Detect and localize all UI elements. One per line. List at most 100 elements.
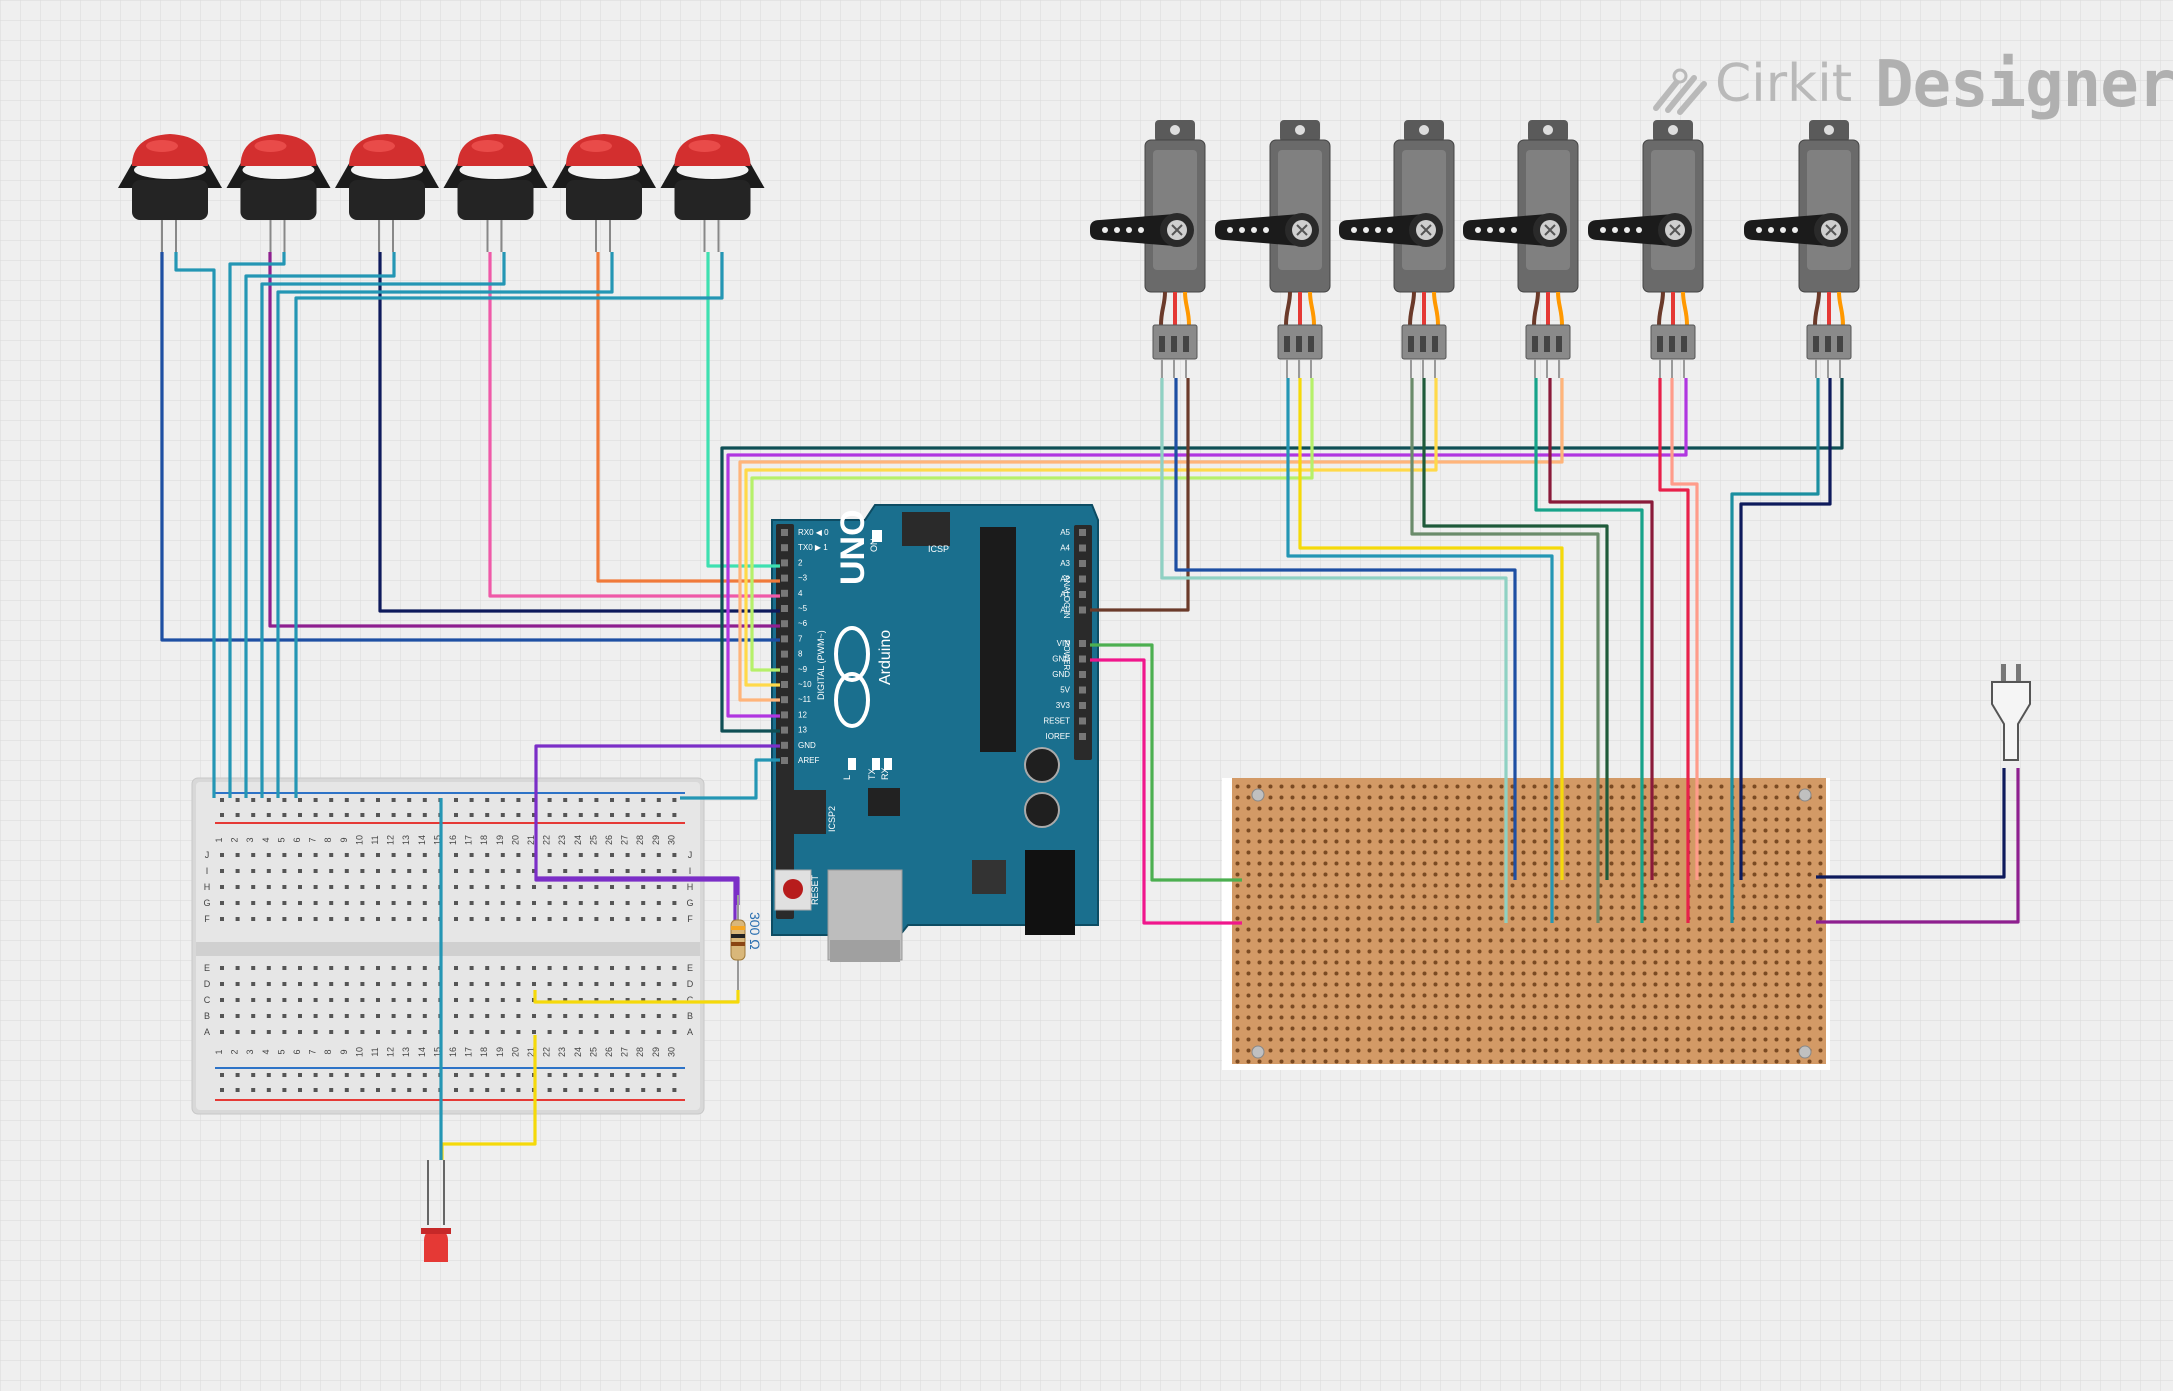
digital-pin[interactable] — [781, 650, 788, 658]
column-number: 2 — [230, 1049, 240, 1054]
wires — [160, 252, 2020, 1160]
on-label: ON — [869, 539, 879, 553]
power-pin-label: 3V3 — [1056, 701, 1071, 710]
wire-d10-orange — [738, 378, 1564, 702]
digital-header-label: DIGITAL (PWM~) — [816, 630, 826, 700]
power-pin-label: GND — [1052, 670, 1070, 679]
digital-pin[interactable] — [781, 711, 788, 719]
analog-pin[interactable] — [1079, 560, 1086, 567]
digital-pin-label: GND — [798, 741, 816, 750]
digital-pin[interactable] — [781, 635, 788, 643]
column-number: 30 — [666, 1047, 676, 1057]
analog-pin[interactable] — [1079, 544, 1086, 552]
resistor-label: 300 Ω — [747, 912, 763, 950]
column-number: 23 — [557, 835, 567, 845]
pushbutton[interactable] — [443, 134, 548, 252]
wire-button5-orange — [596, 252, 780, 583]
pushbutton[interactable] — [552, 134, 656, 252]
digital-pin[interactable] — [781, 605, 788, 612]
power-pin[interactable] — [1079, 717, 1086, 725]
pushbutton[interactable] — [660, 134, 765, 252]
brand-name-cirkit: Cirkit — [1715, 54, 1853, 114]
digital-pin[interactable] — [781, 589, 788, 597]
power-pin-label: IOREF — [1046, 732, 1071, 741]
wire-servo2-teal — [1286, 378, 1554, 923]
power-pin[interactable] — [1079, 640, 1086, 647]
wire-gnd-to-breadboard — [680, 758, 780, 800]
column-number: 10 — [354, 1047, 364, 1057]
digital-pin[interactable] — [781, 741, 788, 749]
column-number: 27 — [620, 1047, 630, 1057]
column-number: 26 — [604, 835, 614, 845]
pushbutton[interactable] — [335, 134, 439, 252]
analog-pin[interactable] — [1079, 529, 1086, 536]
digital-pin[interactable] — [781, 574, 788, 582]
wire-d8-light-green — [750, 378, 1314, 672]
l-led-label: L — [842, 775, 852, 780]
column-number: 16 — [448, 835, 458, 845]
power-pin[interactable] — [1079, 671, 1086, 678]
digital-pin[interactable] — [781, 544, 788, 552]
column-number: 12 — [386, 835, 396, 845]
cirkit-logo-icon — [1653, 68, 1707, 115]
digital-pin[interactable] — [781, 559, 788, 567]
power-header-label: POWER — [1062, 640, 1071, 670]
digital-pin[interactable] — [781, 665, 788, 673]
servo-motor — [1215, 120, 1331, 378]
column-number: 6 — [292, 837, 302, 842]
row-letter: J — [688, 850, 693, 860]
analog-pin-label: A5 — [1060, 528, 1070, 537]
wire-button2-teal — [228, 252, 286, 798]
digital-pin-label: ~9 — [798, 665, 808, 674]
column-number: 28 — [635, 1047, 645, 1057]
wire-vin-green — [1090, 643, 1242, 882]
analog-pin[interactable] — [1079, 575, 1086, 583]
column-number: 21 — [526, 835, 536, 845]
row-letter: F — [687, 914, 693, 924]
column-number: 5 — [276, 837, 286, 842]
wire-servo4-maroon — [1548, 378, 1654, 880]
row-letter: J — [205, 850, 210, 860]
digital-pin-label: ~11 — [798, 695, 812, 704]
digital-pin[interactable] — [781, 681, 788, 688]
icsp-label: ICSP — [928, 544, 949, 554]
red-led — [421, 1160, 451, 1262]
column-number: 13 — [401, 835, 411, 845]
column-number: 1 — [214, 1049, 224, 1054]
column-number: 8 — [323, 1049, 333, 1054]
pushbutton[interactable] — [226, 134, 331, 252]
column-number: 3 — [245, 837, 255, 842]
analog-pin[interactable] — [1079, 606, 1086, 614]
digital-pin[interactable] — [781, 620, 788, 628]
column-number: 4 — [261, 837, 271, 842]
digital-pin[interactable] — [781, 726, 788, 734]
column-number: 6 — [292, 1049, 302, 1054]
wire-d13-purple — [534, 744, 780, 935]
column-number: 20 — [510, 835, 520, 845]
power-pin[interactable] — [1079, 686, 1086, 694]
column-number: 8 — [323, 837, 333, 842]
wire-servo6-teal — [1730, 378, 1820, 923]
digital-pin[interactable] — [781, 529, 788, 536]
power-pin[interactable] — [1079, 733, 1086, 740]
digital-pin-label: ~5 — [798, 604, 808, 613]
column-number: 17 — [464, 835, 474, 845]
wire-a0-brown — [1090, 378, 1190, 612]
digital-pin-label: RX0 ◀ 0 — [798, 528, 829, 537]
digital-pin[interactable] — [781, 757, 788, 764]
analog-pin[interactable] — [1079, 591, 1086, 598]
power-pin[interactable] — [1079, 702, 1086, 709]
digital-pin[interactable] — [781, 696, 788, 704]
column-number: 27 — [620, 835, 630, 845]
column-number: 9 — [339, 1049, 349, 1054]
column-number: 17 — [464, 1047, 474, 1057]
column-number: 5 — [276, 1049, 286, 1054]
power-pin[interactable] — [1079, 655, 1086, 663]
pushbutton[interactable] — [118, 134, 222, 252]
digital-pin-label: 7 — [798, 634, 803, 643]
servo-motors — [1090, 120, 1860, 378]
analog-pin-label: A0 — [1060, 606, 1070, 615]
